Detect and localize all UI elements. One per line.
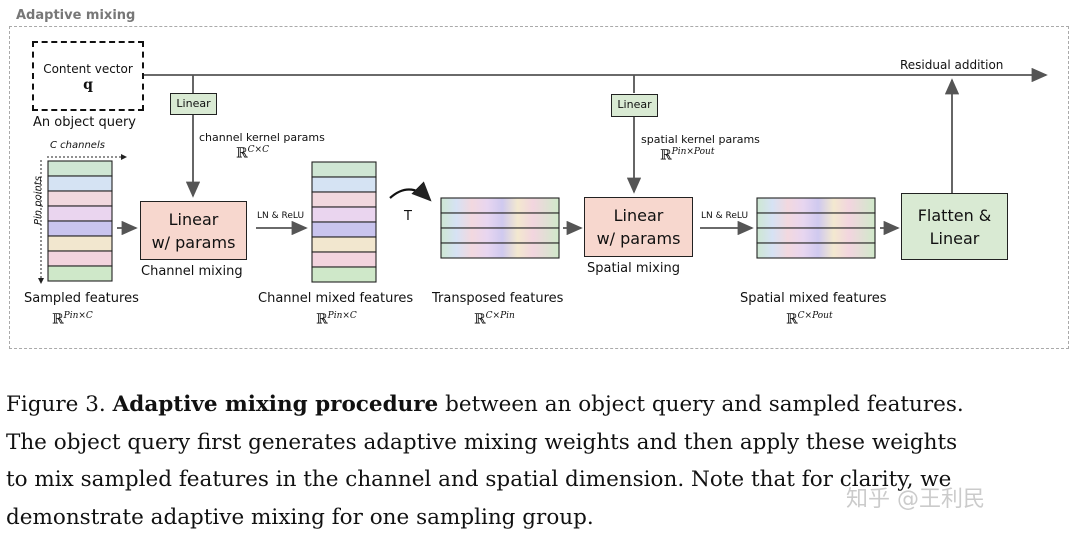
residual-label: Residual addition xyxy=(900,58,1004,72)
channel-mixing-label: Channel mixing xyxy=(141,264,243,279)
channel-mixing-box: Linear w/ params xyxy=(140,201,247,260)
caption-prefix: Figure 3. xyxy=(6,392,106,417)
caption-line-4: demonstrate adaptive mixing for one samp… xyxy=(6,504,594,530)
ln-relu-label-1: LN & ReLU xyxy=(257,211,305,221)
figure-frame xyxy=(9,26,1069,349)
channel-mixed-features-math: ℝPin×C xyxy=(316,311,357,328)
query-symbol: q xyxy=(83,77,93,93)
spatial-kernel-label: spatial kernel params xyxy=(641,133,760,146)
channel-kernel-math: ℝC×C xyxy=(236,145,269,162)
spatial-mixing-label: Spatial mixing xyxy=(587,261,680,276)
channel-mix-line1: Linear xyxy=(168,209,219,229)
points-label: Pin points xyxy=(33,175,45,226)
transpose-arrow xyxy=(389,181,432,202)
transpose-label: T xyxy=(404,209,412,224)
spatial-mixing-box: Linear w/ params xyxy=(584,197,693,257)
spatial-mix-line1: Linear xyxy=(613,206,664,225)
content-vector-box: Content vector q xyxy=(32,41,144,111)
spatial-mix-line2: w/ params xyxy=(596,229,681,248)
channel-mix-line2: w/ params xyxy=(151,232,236,252)
spatial-mixed-features-math: ℝC×Pout xyxy=(786,311,833,328)
sampled-features-stack xyxy=(47,160,113,282)
figure-caption: Figure 3. Adaptive mixing procedure betw… xyxy=(6,386,1074,536)
caption-line-1: Figure 3. Adaptive mixing procedure betw… xyxy=(6,392,964,417)
sampled-features-label: Sampled features xyxy=(24,291,139,306)
caption-line-3: to mix sampled features in the channel a… xyxy=(6,467,952,492)
sampled-features-math: ℝPin×C xyxy=(52,311,93,328)
spatial-kernel-math: ℝPin×Pout xyxy=(660,147,715,164)
spatial-mixed-features-label: Spatial mixed features xyxy=(740,291,887,306)
caption-bold: Adaptive mixing procedure xyxy=(112,392,439,417)
linear-box-2: Linear xyxy=(611,94,658,117)
spatial-mixed-features-stack xyxy=(756,197,876,259)
caption-line-2: The object query first generates adaptiv… xyxy=(6,429,958,455)
channel-mixed-features-label: Channel mixed features xyxy=(258,291,414,306)
channel-mixed-features-stack xyxy=(311,161,377,283)
diagram-canvas xyxy=(38,67,1048,284)
flatten-line2: Linear xyxy=(929,228,980,248)
object-query-label: An object query xyxy=(33,115,136,130)
caption-line1-rest: between an object query and sampled feat… xyxy=(438,392,964,417)
content-vector-title: Content vector xyxy=(43,62,133,76)
flatten-linear-box: Flatten & Linear xyxy=(901,193,1008,260)
transposed-features-label: Transposed features xyxy=(432,291,564,306)
channels-label: C channels xyxy=(50,140,105,151)
channel-kernel-label: channel kernel params xyxy=(199,131,325,144)
transposed-features-math: ℝC×Pin xyxy=(474,311,515,328)
watermark: 知乎 @王利民 xyxy=(846,487,985,512)
flatten-line1: Flatten & xyxy=(917,205,992,225)
ln-relu-label-2: LN & ReLU xyxy=(701,211,749,221)
frame-title: Adaptive mixing xyxy=(16,8,136,23)
linear-box-1: Linear xyxy=(170,93,217,115)
transposed-features-stack xyxy=(440,197,560,259)
